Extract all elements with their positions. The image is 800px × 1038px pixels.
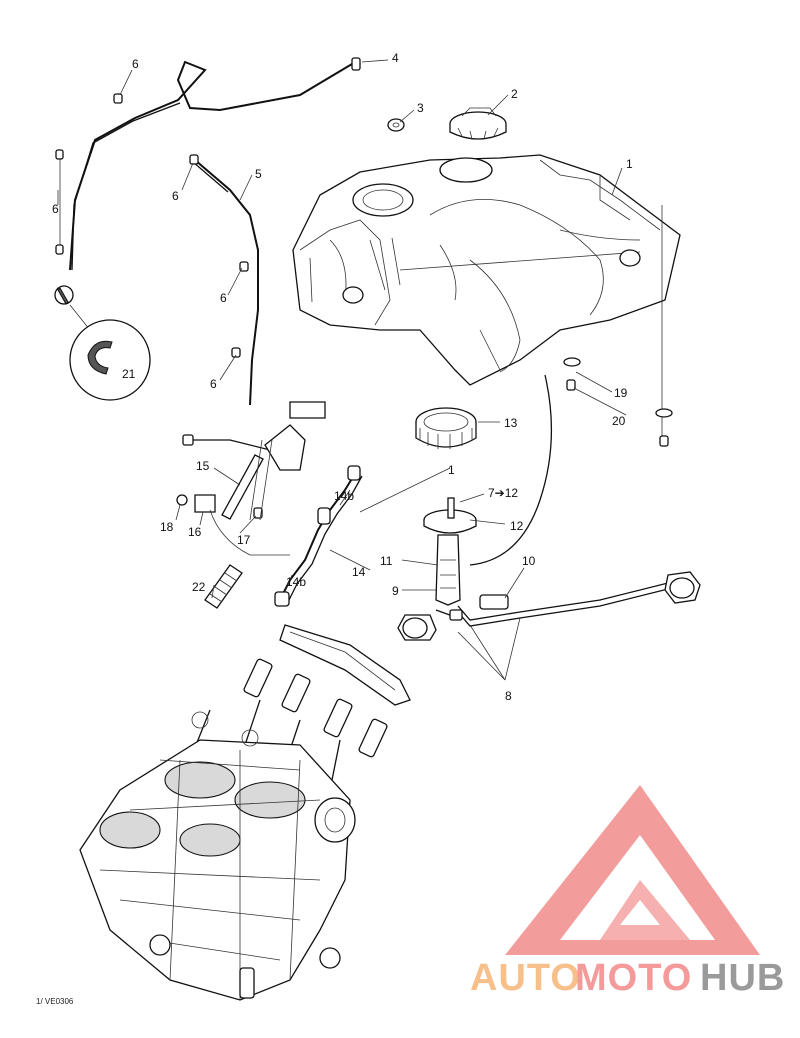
watermark-text: AUTO MOTO HUB — [470, 957, 785, 999]
watermark-logo — [505, 785, 760, 955]
part-label-9: 9 — [392, 584, 399, 598]
part-label-6d: 6 — [220, 291, 227, 305]
hose-22 — [204, 564, 243, 609]
part-label-22: 22 — [192, 580, 206, 594]
part-label-7: 7➔12 — [488, 486, 518, 500]
part-label-5: 5 — [255, 167, 262, 181]
part-label-14b-upper: 14b — [334, 489, 354, 503]
part-label-17: 17 — [237, 533, 251, 547]
part-label-20: 20 — [612, 414, 626, 428]
part-label-19: 19 — [614, 386, 628, 400]
part-label-12: 12 — [510, 519, 524, 533]
watermark-word-moto: MOTO — [575, 957, 692, 999]
part-label-10: 10 — [522, 554, 536, 568]
part-label-18: 18 — [160, 520, 174, 534]
engine-block — [79, 711, 356, 1001]
part-label-8: 8 — [505, 689, 512, 703]
reference-code: 1/ VE0306 — [36, 997, 74, 1006]
part-label-1: 1 — [626, 157, 633, 171]
part-label-16: 16 — [188, 525, 202, 539]
part-label-3: 3 — [417, 101, 424, 115]
part-label-13: 13 — [504, 416, 518, 430]
part-label-4: 4 — [392, 51, 399, 65]
part-label-14b-lower: 14b — [286, 575, 306, 589]
part-label-11: 11 — [380, 554, 393, 568]
filler-cap — [449, 107, 507, 140]
part-label-6c: 6 — [52, 202, 59, 216]
part-number-labels: 1 2 3 4 5 6 6 6 6 6 7➔12 8 9 10 11 12 13… — [52, 51, 633, 703]
clamp-detail — [54, 285, 151, 401]
leader-lines — [57, 59, 627, 681]
part-label-2: 2 — [511, 87, 518, 101]
watermark-word-hub: HUB — [700, 957, 785, 999]
part-label-14: 14 — [352, 565, 366, 579]
part-label-6a: 6 — [132, 57, 139, 71]
watermark-word-auto: AUTO — [470, 957, 581, 999]
vent-hose — [55, 60, 353, 406]
fuel-rail — [189, 624, 411, 791]
bracket-assembly — [176, 401, 326, 556]
part-label-6e: 6 — [210, 377, 217, 391]
part-label-1-section: 1 — [448, 463, 455, 477]
part-label-6b: 6 — [172, 189, 179, 203]
part-label-21: 21 — [122, 367, 136, 381]
hardware — [563, 205, 673, 447]
check-valve — [351, 57, 361, 71]
part-label-15: 15 — [196, 459, 210, 473]
fuel-tank — [292, 154, 681, 386]
locking-ring — [415, 407, 477, 449]
fuel-pump-assembly — [397, 497, 701, 641]
